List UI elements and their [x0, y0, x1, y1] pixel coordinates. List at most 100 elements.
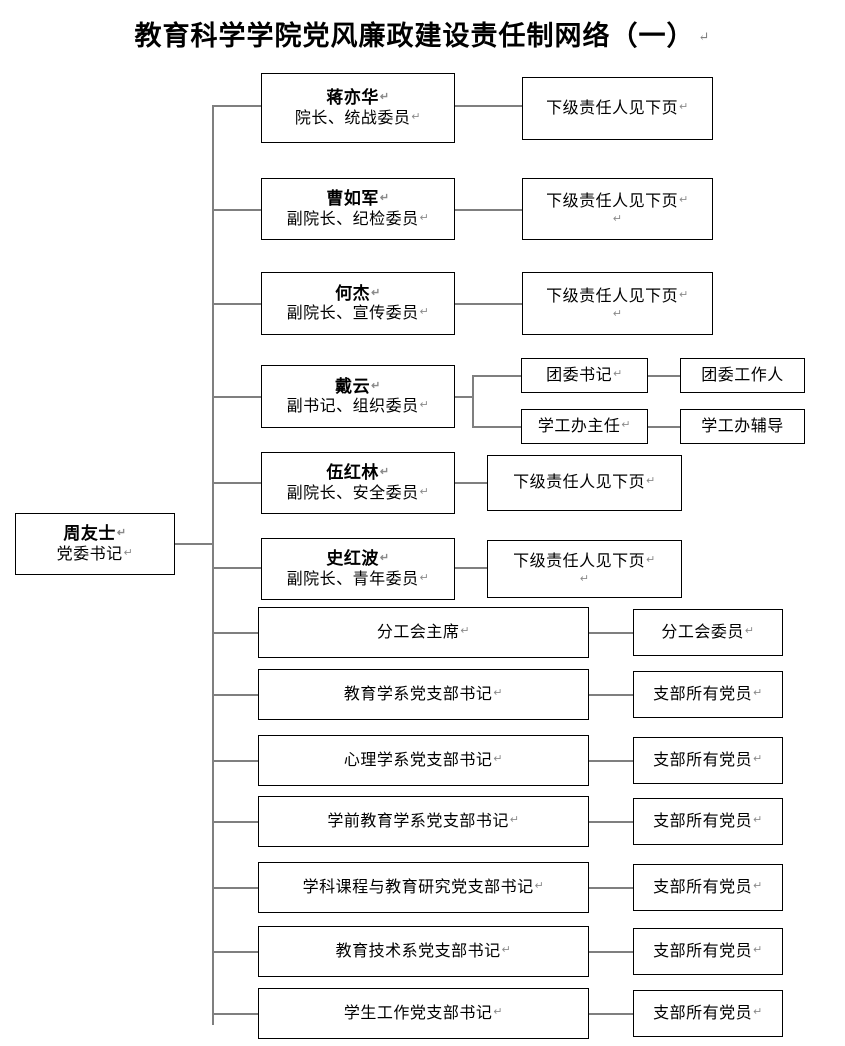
node-cao-rujun-child[interactable]: 下级责任人见下页↵ ↵	[522, 178, 713, 240]
node-shi-hongbo[interactable]: 史红波↵ 副院长、青年委员↵	[261, 538, 455, 600]
psych-dept-child-label: 支部所有党员↵	[653, 751, 763, 769]
dept-stub-5	[212, 887, 259, 889]
dept-stub-7	[212, 1013, 259, 1015]
edtech-dept-label: 教育技术系党支部书记↵	[335, 942, 512, 960]
union-chair-child-label: 分工会委员↵	[661, 623, 755, 641]
youth-league-staff-label: 团委工作人	[701, 366, 784, 384]
link-4-split-in	[454, 396, 474, 398]
dept-link-5	[588, 887, 634, 889]
branch-stub-6	[212, 567, 262, 569]
root-name: 周友士↵	[63, 524, 127, 544]
dept-link-4	[588, 821, 634, 823]
branch-stub-2	[212, 209, 262, 211]
node-wu-honglin[interactable]: 伍红林↵ 副院长、安全委员↵	[261, 452, 455, 514]
main-trunk-lower	[212, 545, 214, 1025]
node-wu-honglin-child[interactable]: 下级责任人见下页↵	[487, 455, 682, 511]
page-title-text: 教育科学学院党风廉政建设责任制网络（一）	[134, 21, 695, 51]
shi-hongbo-child-mark: ↵	[579, 573, 590, 585]
edu-dept-label: 教育学系党支部书记↵	[343, 685, 504, 703]
node-curriculum-dept[interactable]: 学科课程与教育研究党支部书记↵	[258, 862, 589, 913]
dept-link-6	[588, 951, 634, 953]
paragraph-mark: ↵	[698, 29, 711, 44]
psych-dept-label: 心理学系党支部书记↵	[343, 751, 504, 769]
dept-link-2	[588, 694, 634, 696]
wu-honglin-child-label: 下级责任人见下页↵	[513, 474, 656, 491]
curriculum-dept-child-label: 支部所有党员↵	[653, 878, 763, 896]
dept-stub-2	[212, 694, 259, 696]
dept-stub-3	[212, 760, 259, 762]
branch-stub-4	[212, 396, 262, 398]
link-4-child-1	[472, 375, 522, 377]
node-edu-dept-child[interactable]: 支部所有党员↵	[633, 671, 783, 718]
link-1-child	[454, 105, 523, 107]
dept-stub-1	[212, 632, 259, 634]
node-union-chair[interactable]: 分工会主席↵	[258, 607, 589, 658]
node-preschool-dept-child[interactable]: 支部所有党员↵	[633, 798, 783, 845]
branch-stub-3	[212, 303, 262, 305]
node-student-affairs-counselor[interactable]: 学工办辅导	[680, 409, 805, 444]
node-shi-hongbo-child[interactable]: 下级责任人见下页↵ ↵	[487, 540, 682, 598]
node-curriculum-dept-child[interactable]: 支部所有党员↵	[633, 864, 783, 911]
node-edtech-dept[interactable]: 教育技术系党支部书记↵	[258, 926, 589, 977]
node-he-jie[interactable]: 何杰↵ 副院长、宣传委员↵	[261, 272, 455, 335]
node-cao-rujun[interactable]: 曹如军↵ 副院长、纪检委员↵	[261, 178, 455, 240]
node-edu-dept[interactable]: 教育学系党支部书记↵	[258, 669, 589, 720]
main-trunk-upper	[212, 105, 214, 545]
branch-stub-5	[212, 482, 262, 484]
dept-link-1	[588, 632, 634, 634]
node-he-jie-child[interactable]: 下级责任人见下页↵ ↵	[522, 272, 713, 335]
shi-hongbo-name: 史红波↵	[326, 549, 390, 569]
branch-stub-1	[212, 105, 262, 107]
he-jie-child-mark: ↵	[612, 307, 623, 320]
node-student-affairs-director[interactable]: 学工办主任↵	[521, 409, 648, 444]
he-jie-role: 副院长、宣传委员↵	[286, 305, 430, 323]
cao-rujun-name: 曹如军↵	[326, 189, 390, 209]
wu-honglin-name: 伍红林↵	[326, 463, 390, 483]
link-4-grandchild-1	[648, 375, 681, 377]
link-6-child	[454, 567, 488, 569]
shi-hongbo-role: 副院长、青年委员↵	[286, 570, 430, 588]
union-chair-label: 分工会主席↵	[376, 623, 471, 641]
jiang-yihua-role: 院长、统战委员↵	[294, 109, 422, 127]
he-jie-name: 何杰↵	[335, 283, 381, 303]
student-affairs-counselor-label: 学工办辅导	[701, 417, 784, 435]
link-5-child	[454, 482, 488, 484]
node-student-work-dept[interactable]: 学生工作党支部书记↵	[258, 988, 589, 1039]
cao-rujun-child-label: 下级责任人见下页↵	[546, 193, 689, 210]
student-work-dept-label: 学生工作党支部书记↵	[343, 1004, 504, 1022]
edtech-dept-child-label: 支部所有党员↵	[653, 942, 763, 960]
node-edtech-dept-child[interactable]: 支部所有党员↵	[633, 928, 783, 975]
node-jiang-yihua-child[interactable]: 下级责任人见下页↵	[522, 77, 713, 140]
dept-stub-6	[212, 951, 259, 953]
link-4-grandchild-2	[648, 426, 681, 428]
node-union-chair-child[interactable]: 分工会委员↵	[633, 609, 783, 656]
page-title: 教育科学学院党风廉政建设责任制网络（一）↵	[0, 14, 845, 53]
node-youth-league-secretary[interactable]: 团委书记↵	[521, 358, 648, 393]
node-youth-league-staff[interactable]: 团委工作人	[680, 358, 805, 393]
jiang-yihua-child-label: 下级责任人见下页↵	[546, 99, 689, 117]
node-psych-dept[interactable]: 心理学系党支部书记↵	[258, 735, 589, 786]
edu-dept-child-label: 支部所有党员↵	[653, 685, 763, 703]
node-dai-yun[interactable]: 戴云↵ 副书记、组织委员↵	[261, 365, 455, 428]
wu-honglin-role: 副院长、安全委员↵	[286, 484, 430, 502]
dai-yun-role: 副书记、组织委员↵	[286, 398, 430, 416]
root-role: 党委书记↵	[56, 545, 134, 563]
cao-rujun-role: 副院长、纪检委员↵	[286, 210, 430, 228]
dept-link-7	[588, 1013, 634, 1015]
dept-link-3	[588, 760, 634, 762]
link-4-split-vertical	[472, 375, 474, 427]
he-jie-child-label: 下级责任人见下页↵	[546, 287, 689, 305]
cao-rujun-child-mark: ↵	[612, 213, 623, 225]
student-affairs-director-label: 学工办主任↵	[537, 417, 632, 435]
root-connector	[175, 543, 214, 545]
preschool-dept-child-label: 支部所有党员↵	[653, 812, 763, 830]
node-root-party-secretary[interactable]: 周友士↵ 党委书记↵	[15, 513, 175, 575]
node-psych-dept-child[interactable]: 支部所有党员↵	[633, 737, 783, 784]
node-preschool-dept[interactable]: 学前教育学系党支部书记↵	[258, 796, 589, 847]
node-student-work-dept-child[interactable]: 支部所有党员↵	[633, 990, 783, 1037]
link-4-child-2	[472, 426, 522, 428]
shi-hongbo-child-label: 下级责任人见下页↵	[513, 553, 656, 570]
node-jiang-yihua[interactable]: 蒋亦华↵ 院长、统战委员↵	[261, 73, 455, 143]
jiang-yihua-name: 蒋亦华↵	[326, 88, 390, 108]
